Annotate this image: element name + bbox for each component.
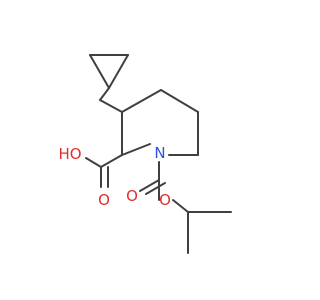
bond [108, 54, 129, 89]
bond [85, 157, 102, 168]
bond [139, 179, 160, 192]
molecule-structure: HO O N O O [58, 54, 232, 254]
atom-label-ho: HO [58, 145, 81, 163]
bond [100, 154, 123, 168]
piperidine-ring [121, 89, 199, 156]
bond [99, 99, 123, 113]
atom-label-carbonyl-oxygen: O [126, 187, 138, 205]
atom-label-ester-oxygen: O [159, 191, 171, 209]
bond [121, 89, 162, 113]
bond [99, 87, 110, 101]
bond [160, 89, 199, 113]
atom-label-nitrogen: N [154, 144, 165, 162]
bond [145, 182, 166, 195]
bond [172, 199, 189, 213]
bond [121, 143, 151, 156]
boc-group [139, 161, 232, 254]
carboxylic-acid-group [85, 154, 123, 188]
atom-label-acid-oxygen: O [98, 191, 110, 209]
cyclopropyl-ring [89, 54, 129, 89]
bond [89, 54, 110, 89]
